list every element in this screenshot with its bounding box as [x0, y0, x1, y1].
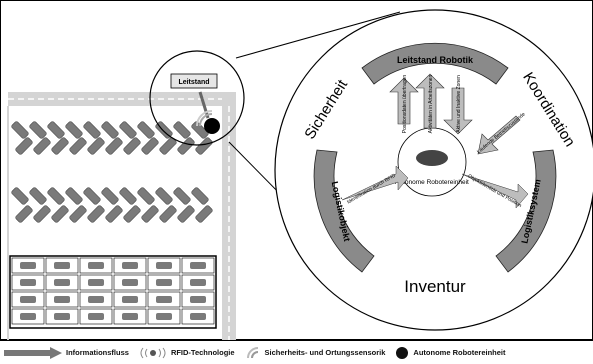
vehicle-icon	[88, 262, 104, 269]
vehicle-icon	[159, 205, 177, 223]
legend-rfid: RFID-Technologie	[139, 346, 235, 360]
svg-text:Aktivitäten in Arbeitszonen: Aktivitäten in Arbeitszonen	[428, 74, 434, 133]
vehicle-icon	[195, 205, 213, 223]
robot-unit-icon	[204, 118, 220, 134]
vehicle-icon	[47, 187, 65, 205]
vehicle-icon	[54, 262, 70, 269]
vehicle-icon	[137, 187, 155, 205]
vehicle-icon	[20, 262, 36, 269]
vehicle-icon	[101, 187, 119, 205]
vehicle-icon	[69, 205, 87, 223]
vehicle-icon	[122, 279, 138, 286]
vehicle-icon	[190, 296, 206, 303]
vehicle-icon	[123, 205, 141, 223]
vehicle-icon	[155, 187, 173, 205]
vehicle-icon	[51, 205, 69, 223]
vehicle-icon	[156, 296, 172, 303]
vehicle-icon	[20, 296, 36, 303]
vehicle-icon	[83, 121, 101, 139]
svg-text:Positionsdaten übertragen: Positionsdaten übertragen	[402, 75, 408, 134]
vehicle-icon	[123, 137, 141, 155]
vehicle-icon	[11, 121, 29, 139]
vehicle-icon	[69, 137, 87, 155]
vehicle-icon	[83, 187, 101, 205]
zoom-connector-top	[235, 11, 401, 59]
vehicle-icon	[29, 121, 47, 139]
vehicle-icon	[190, 279, 206, 286]
vehicle-icon	[15, 137, 33, 155]
legend-robot: Autonome Robotereinheit	[395, 346, 506, 360]
vehicle-icon	[190, 262, 206, 269]
vehicle-icon	[20, 313, 36, 320]
ring-segment-top: Leitstand Robotik	[361, 42, 509, 85]
vehicle-icon	[141, 137, 159, 155]
sensor-icon	[246, 346, 258, 358]
parked-vehicles-upper	[11, 121, 213, 155]
vehicle-icon	[105, 137, 123, 155]
storage-rack-grid	[9, 255, 217, 329]
vehicle-icon	[156, 279, 172, 286]
vehicle-icon	[88, 279, 104, 286]
vehicle-icon	[173, 121, 191, 139]
arrow-positionsdaten: Positionsdaten übertragen	[389, 75, 419, 134]
vehicle-icon	[141, 205, 159, 223]
center-robot-icon	[416, 150, 448, 166]
leitstand-link-arrow	[198, 91, 210, 119]
vehicle-icon	[122, 313, 138, 320]
vehicle-icon	[156, 313, 172, 320]
vehicle-icon	[29, 187, 47, 205]
vehicle-icon	[87, 205, 105, 223]
vehicle-icon	[156, 262, 172, 269]
vehicle-icon	[119, 121, 137, 139]
vehicle-icon	[20, 279, 36, 286]
vehicle-icon	[191, 187, 209, 205]
vehicle-icon	[191, 121, 209, 139]
legend: Informationsfluss RFID-Technologie Siche…	[0, 340, 593, 364]
arrow-icon	[4, 346, 62, 359]
vehicle-icon	[54, 279, 70, 286]
vehicle-icon	[177, 205, 195, 223]
vehicle-icon	[119, 187, 137, 205]
vehicle-icon	[137, 121, 155, 139]
vehicle-icon	[33, 137, 51, 155]
vehicle-icon	[190, 313, 206, 320]
warehouse-floor	[7, 92, 236, 340]
vehicle-icon	[101, 121, 119, 139]
segment-top-label: Leitstand Robotik	[397, 55, 474, 65]
vehicle-icon	[105, 205, 123, 223]
vehicle-icon	[173, 187, 191, 205]
vehicle-icon	[88, 296, 104, 303]
vehicle-icon	[122, 262, 138, 269]
robot-dot-icon	[396, 346, 409, 359]
vehicle-icon	[122, 296, 138, 303]
rfid-icon	[140, 347, 166, 358]
vehicle-icon	[33, 205, 51, 223]
vehicle-icon	[195, 137, 213, 155]
svg-text:Aktive und Inaktive Zonen: Aktive und Inaktive Zonen	[456, 75, 462, 133]
vehicle-icon	[65, 187, 83, 205]
vehicle-icon	[87, 137, 105, 155]
legend-sensorik: Sicherheits- und Ortungssensorik	[245, 346, 385, 360]
zoom-circle	[149, 50, 245, 146]
leitstand-label: Leitstand	[178, 79, 209, 86]
vehicle-icon	[51, 137, 69, 155]
arrow-zonen: Aktive und Inaktive Zonen	[443, 75, 473, 135]
vehicle-icon	[47, 121, 65, 139]
label-inventur: Inventur	[404, 277, 466, 296]
vehicle-icon	[54, 296, 70, 303]
leitstand-box	[170, 73, 218, 89]
arrow-aktivitaeten: Aktivitäten in Arbeitszonen	[415, 73, 445, 133]
vehicle-icon	[65, 121, 83, 139]
center-robot-label: Autonome Robotereinheit	[395, 179, 469, 186]
legend-informationsfluss: Informationsfluss	[4, 346, 129, 359]
vehicle-icon	[15, 205, 33, 223]
vehicle-icon	[54, 313, 70, 320]
vehicle-icon	[88, 313, 104, 320]
vehicle-icon	[11, 187, 29, 205]
parked-vehicles-middle	[11, 187, 213, 223]
diagram-canvas: Leitstand Leitstand Robotik Logistikobje…	[0, 0, 593, 340]
